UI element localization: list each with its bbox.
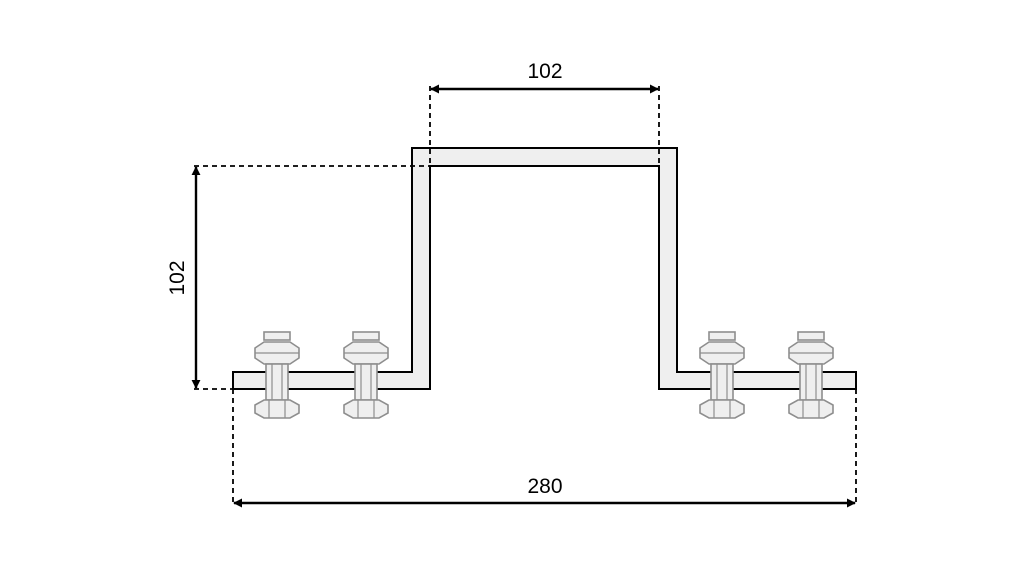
height-dimension-label: 102	[166, 260, 189, 295]
bolt-1	[254, 331, 300, 419]
bolt-3	[699, 331, 745, 419]
bottom-dimension-label: 280	[527, 475, 562, 498]
bolt-4	[788, 331, 834, 419]
bolt-2	[343, 331, 389, 419]
top-dimension-label: 102	[527, 60, 562, 83]
hat-profile	[232, 147, 857, 390]
